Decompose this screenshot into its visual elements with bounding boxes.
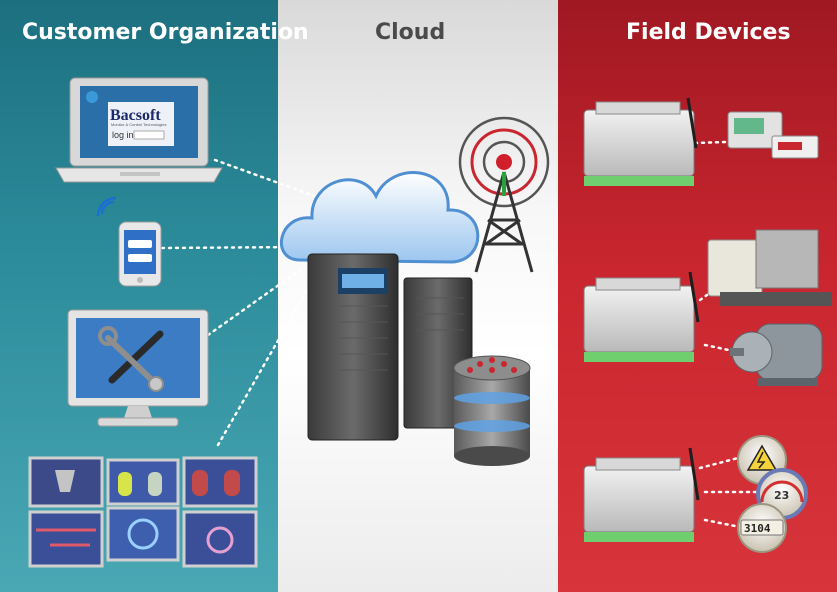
- field-heading: Field Devices: [626, 20, 791, 45]
- link-laptop-cloud: [213, 158, 322, 200]
- control-panel-icon: [727, 111, 819, 159]
- antenna-tower-icon: [458, 116, 550, 273]
- laptop-login-label: log in: [112, 130, 134, 140]
- laptop-icon: Bacsoft Monitor & Control Technologies l…: [55, 77, 223, 183]
- cloud-icon: [280, 171, 480, 264]
- counter-readout: 3104: [744, 522, 771, 535]
- tools-icon: [98, 326, 164, 392]
- rtu-controller-icon: [583, 97, 698, 186]
- electric-motor-icon: [730, 323, 823, 386]
- cloud-heading: Cloud: [375, 20, 446, 45]
- link-rtu3-hazard: [698, 456, 740, 470]
- link-monitor-cloud: [206, 268, 302, 337]
- rtu-controller-icon: [583, 447, 700, 542]
- rtu-controller-icon: [583, 271, 700, 362]
- laptop-brand: Bacsoft: [110, 107, 161, 124]
- scada-screens-icon: [28, 456, 258, 568]
- link-rtu3-counter: [703, 518, 742, 529]
- link-rtu1-panel: [693, 140, 727, 145]
- server-icon: [307, 253, 473, 441]
- monitor-icon: [67, 309, 209, 427]
- generator-icon: [707, 229, 832, 306]
- link-phone-cloud: [160, 245, 302, 250]
- smartphone-icon: [96, 196, 162, 287]
- link-scada-cloud: [216, 283, 312, 447]
- laptop-login-field: [133, 130, 165, 140]
- counter-gauge-icon: 3104: [737, 503, 787, 553]
- laptop-brand-tagline: Monitor & Control Technologies: [111, 122, 167, 127]
- database-icon: [453, 355, 531, 466]
- customer-heading: Customer Organization: [22, 20, 309, 45]
- temperature-readout: 23: [774, 489, 789, 502]
